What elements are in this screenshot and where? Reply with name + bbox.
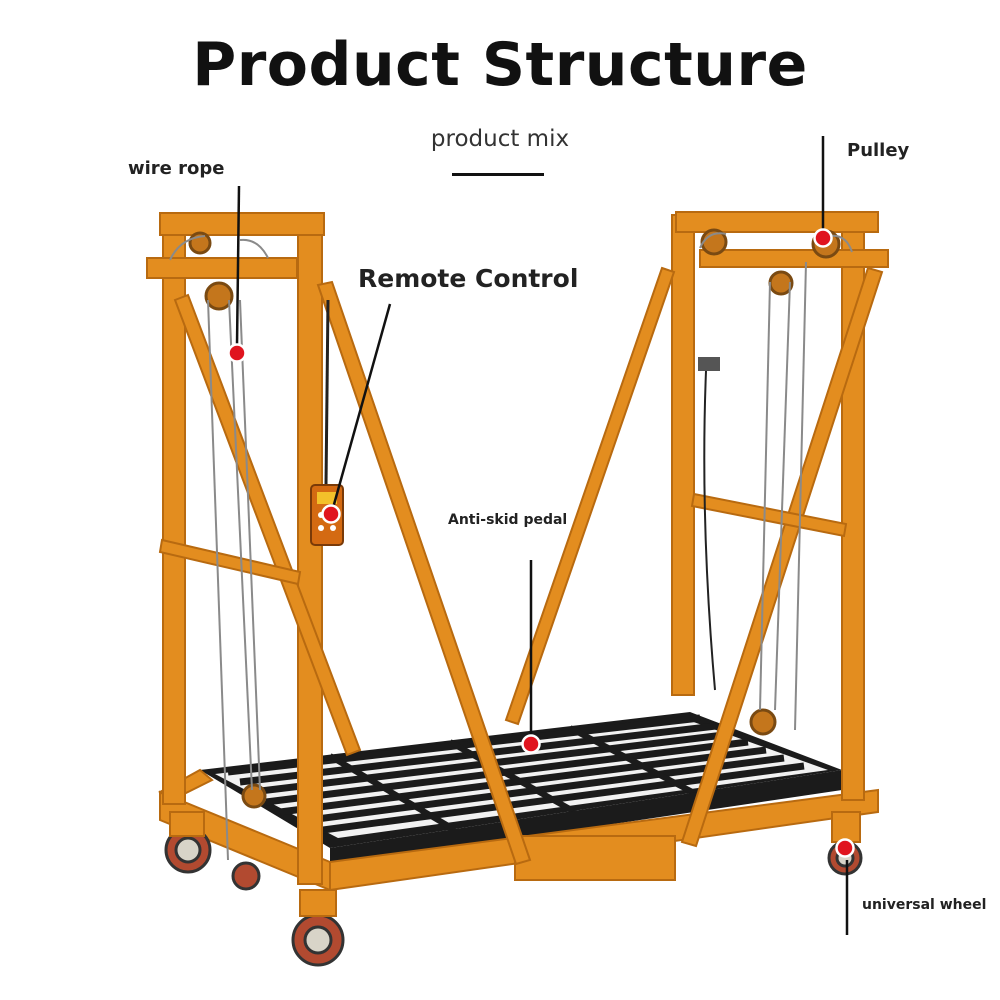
base-frame — [158, 768, 879, 892]
pulley-marker — [813, 228, 833, 248]
anti-skid-pedal-deck — [200, 712, 842, 866]
subtitle: product mix — [430, 126, 570, 152]
remote-control-label: Remote Control — [358, 264, 579, 293]
universal-wheel-label: universal wheel — [862, 897, 987, 913]
wire-rope-label: wire rope — [128, 158, 225, 179]
wire-rope-marker — [227, 343, 247, 363]
left-tower — [146, 212, 532, 885]
remote-control-marker — [321, 504, 341, 524]
universal-wheel-marker — [835, 838, 855, 858]
anti-skid-pedal-label: Anti-skid pedal — [448, 512, 568, 528]
subtitle-underline — [452, 173, 544, 176]
remote-control-leader — [331, 303, 392, 509]
anti-skid-pedal-marker — [521, 734, 541, 754]
pulley-label: Pulley — [847, 140, 910, 161]
wire-rope-leader — [235, 185, 241, 346]
callout-markers — [227, 228, 855, 858]
callout-leaders — [235, 136, 849, 935]
universal-wheels — [164, 811, 863, 967]
power-cable — [698, 357, 720, 691]
page-title: Product Structure — [192, 30, 808, 100]
right-tower — [504, 211, 889, 848]
wire-ropes — [169, 232, 853, 861]
